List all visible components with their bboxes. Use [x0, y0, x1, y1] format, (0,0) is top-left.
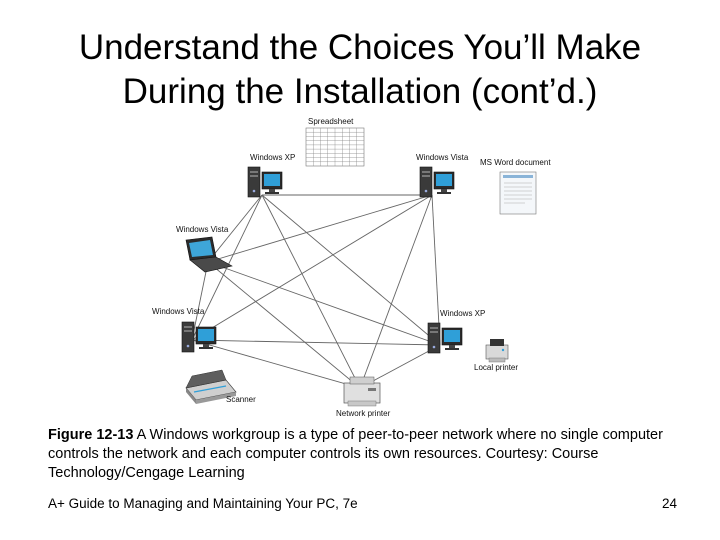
spreadsheet-icon: [305, 127, 365, 167]
laptop-icon: [185, 236, 233, 273]
scanner-label: Scanner: [226, 395, 256, 404]
xp-top-label: Windows XP: [250, 153, 295, 162]
document-icon: [499, 171, 537, 215]
caption-text: A Windows workgroup is a type of peer-to…: [48, 427, 663, 481]
title-line-2: During the Installation (cont’d.): [122, 72, 598, 111]
caption-figure-number: Figure 12-13: [48, 427, 134, 443]
page-number: 24: [661, 496, 677, 511]
network-links: [191, 194, 441, 389]
workgroup-diagram: Spreadsheet Windows XP Windows Vista MS …: [152, 117, 551, 418]
footer-book-title: A+ Guide to Managing and Maintaining You…: [48, 496, 358, 511]
figure-caption: Figure 12-13 A Windows workgroup is a ty…: [48, 426, 688, 483]
slide-title: Understand the Choices You’ll Make Durin…: [0, 26, 720, 114]
vista-left-label: Windows Vista: [152, 307, 205, 316]
vista-top-label: Windows Vista: [416, 153, 469, 162]
network-printer-icon: [343, 376, 381, 407]
vista-laptop-label: Windows Vista: [176, 225, 229, 234]
network-printer-label: Network printer: [336, 409, 391, 418]
spreadsheet-label: Spreadsheet: [308, 117, 354, 126]
local-printer-label: Local printer: [474, 363, 518, 372]
xp-right-computer-icon: [427, 322, 463, 354]
xp-top-computer-icon: [247, 166, 283, 198]
msword-label: MS Word document: [480, 158, 551, 167]
vista-top-computer-icon: [419, 166, 455, 198]
scanner-icon: [185, 369, 237, 404]
title-line-1: Understand the Choices You’ll Make: [78, 28, 642, 67]
local-printer-icon: [485, 339, 509, 363]
xp-right-label: Windows XP: [440, 309, 485, 318]
